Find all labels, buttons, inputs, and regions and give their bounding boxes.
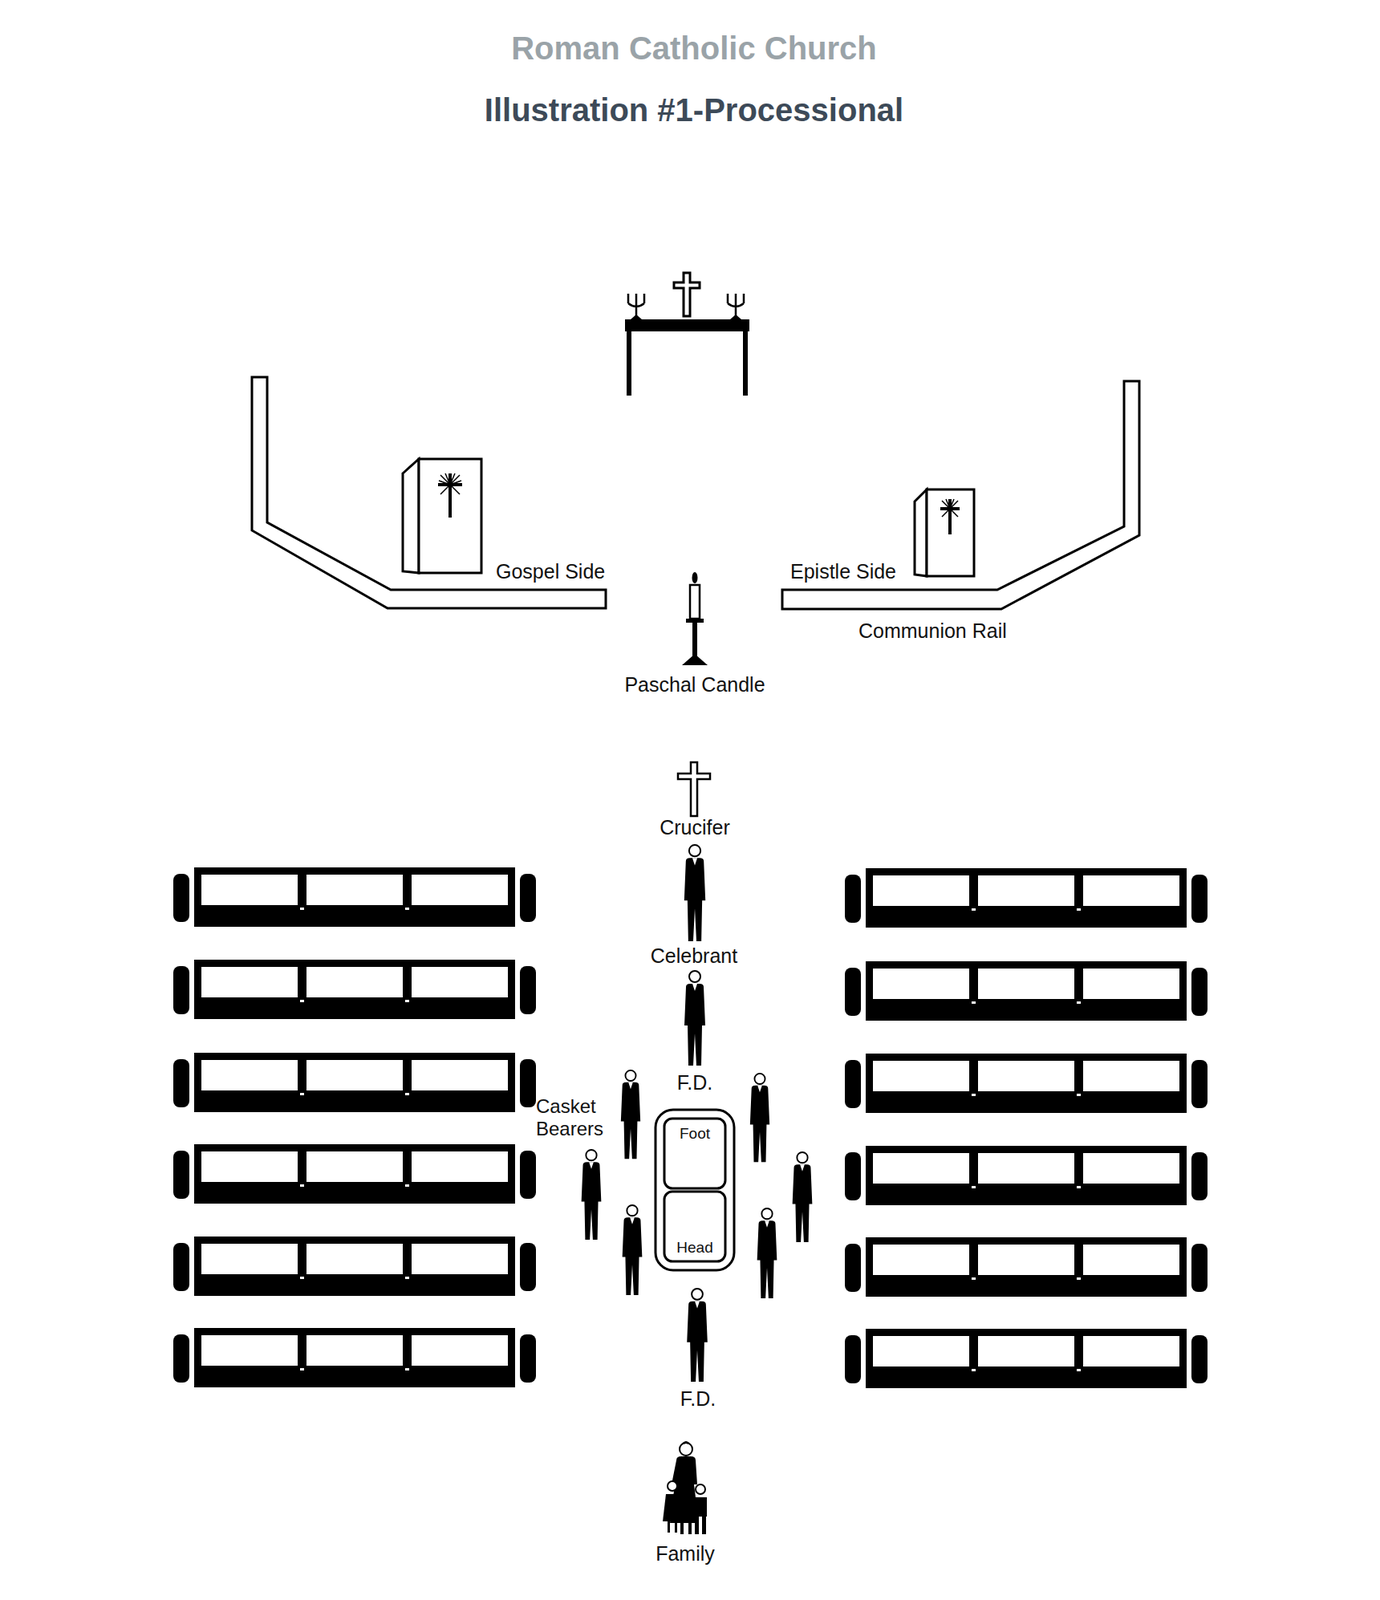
role-label: F.D. <box>680 1387 716 1411</box>
paschal-candle <box>681 572 708 666</box>
pews <box>173 867 1208 1389</box>
casket-end-label: Head <box>676 1238 713 1257</box>
side-label: Epistle Side <box>790 560 897 584</box>
processional-cross <box>677 762 711 816</box>
procession-figures <box>581 844 813 1382</box>
candle-label: Paschal Candle <box>624 673 765 697</box>
communion-rail <box>251 377 1140 609</box>
altar <box>625 272 750 396</box>
side-label: Gospel Side <box>495 560 605 584</box>
role-label: Casket Bearers <box>535 1095 613 1140</box>
casket: FootHead <box>653 1108 736 1272</box>
family-figure <box>662 1440 707 1535</box>
rail-label: Communion Rail <box>858 619 1007 643</box>
role-label: Family <box>655 1542 715 1566</box>
role-label: Crucifer <box>659 815 731 840</box>
casket-end-label: Foot <box>679 1124 711 1143</box>
illustration-heading: Illustration #1-Processional <box>484 91 904 129</box>
role-label: F.D. <box>677 1071 713 1095</box>
role-label: Celebrant <box>650 944 738 968</box>
page-title: Roman Catholic Church <box>511 29 877 67</box>
pulpit <box>402 458 975 577</box>
